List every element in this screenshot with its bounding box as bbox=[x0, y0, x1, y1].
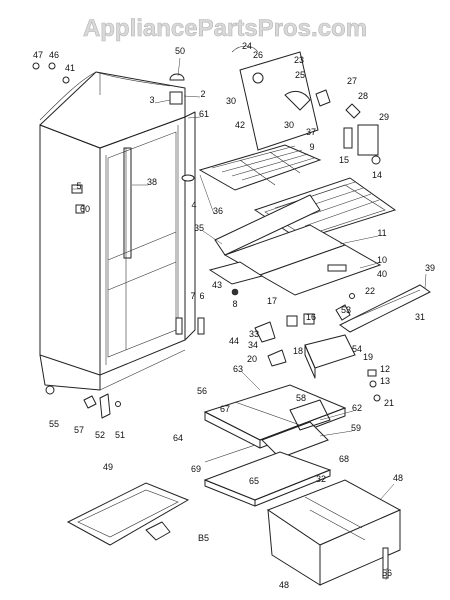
part-label-12: 12 bbox=[380, 364, 390, 374]
part-label-19: 19 bbox=[363, 352, 373, 362]
part-label-52: 52 bbox=[95, 430, 105, 440]
part-label-29: 29 bbox=[379, 112, 389, 122]
part-label-30: 30 bbox=[226, 96, 236, 106]
drip-tray bbox=[66, 482, 190, 546]
freezer-shelves bbox=[181, 144, 397, 296]
part-label-32: 32 bbox=[316, 474, 326, 484]
hinge-parts bbox=[45, 317, 205, 419]
watermark: AppliancePartsPros.com bbox=[83, 15, 367, 42]
part-label-60: 60 bbox=[80, 204, 90, 214]
part-label-10: 10 bbox=[377, 255, 387, 265]
part-label-33: 33 bbox=[249, 329, 259, 339]
part-label-26: 26 bbox=[253, 50, 263, 60]
control-housing bbox=[231, 45, 381, 165]
part-label-54: 54 bbox=[352, 344, 362, 354]
part-label-6: 6 bbox=[199, 291, 204, 301]
part-label-5: 5 bbox=[76, 181, 81, 191]
part-label-47: 47 bbox=[33, 50, 43, 60]
part-label-3: 3 bbox=[149, 95, 154, 105]
part-label-22: 22 bbox=[365, 286, 375, 296]
part-label-11: 11 bbox=[377, 228, 386, 238]
part-label-7: 7 bbox=[190, 291, 195, 301]
part-label-57: 57 bbox=[74, 425, 84, 435]
part-label-65: 65 bbox=[249, 476, 259, 486]
part-label-42: 42 bbox=[235, 120, 245, 130]
part-label-13: 13 bbox=[380, 376, 390, 386]
part-label-41: 41 bbox=[65, 63, 75, 73]
part-label-17: 17 bbox=[267, 296, 277, 306]
part-label-28: 28 bbox=[358, 91, 368, 101]
part-label-34: 34 bbox=[248, 340, 258, 350]
footnote-label: B5 bbox=[198, 533, 209, 543]
part-label-39: 39 bbox=[425, 263, 435, 273]
part-label-15: 15 bbox=[339, 155, 349, 165]
part-label-69: 69 bbox=[191, 464, 201, 474]
part-label-55: 55 bbox=[49, 419, 59, 429]
part-label-46: 46 bbox=[49, 50, 59, 60]
part-label-63: 63 bbox=[233, 364, 243, 374]
part-label-58: 58 bbox=[296, 393, 306, 403]
leader-lines bbox=[72, 57, 427, 581]
part-label-48: 48 bbox=[393, 473, 403, 483]
cabinet-shell bbox=[32, 62, 196, 391]
part-label-67: 67 bbox=[220, 404, 230, 414]
part-label-25: 25 bbox=[295, 70, 305, 80]
crisper-drawers bbox=[266, 479, 402, 586]
part-label-27: 27 bbox=[347, 76, 357, 86]
part-label-51: 51 bbox=[115, 430, 125, 440]
part-label-59: 59 bbox=[351, 423, 361, 433]
part-label-37: 37 bbox=[306, 127, 316, 137]
part-label-56: 56 bbox=[382, 568, 392, 578]
part-label-64: 64 bbox=[173, 433, 183, 443]
part-label-14: 14 bbox=[372, 170, 382, 180]
meat-keeper-parts bbox=[254, 313, 381, 402]
part-label-68: 68 bbox=[339, 454, 349, 464]
part-label-30: 30 bbox=[284, 120, 294, 130]
part-label-40: 40 bbox=[377, 269, 387, 279]
part-label-20: 20 bbox=[247, 354, 257, 364]
part-label-4: 4 bbox=[191, 200, 196, 210]
crisper-shelf-assembly bbox=[203, 384, 347, 507]
part-label-53: 53 bbox=[341, 305, 351, 315]
part-label-49: 49 bbox=[103, 462, 113, 472]
part-label-8: 8 bbox=[232, 299, 237, 309]
part-label-21: 21 bbox=[384, 398, 394, 408]
part-label-38: 38 bbox=[147, 177, 157, 187]
part-label-35: 35 bbox=[194, 223, 204, 233]
part-label-2: 2 bbox=[200, 89, 205, 99]
part-label-36: 36 bbox=[213, 206, 223, 216]
part-label-48: 48 bbox=[279, 580, 289, 590]
part-label-56: 56 bbox=[197, 386, 207, 396]
slide-rail bbox=[335, 284, 431, 333]
part-label-18: 18 bbox=[293, 346, 303, 356]
part-label-62: 62 bbox=[352, 403, 362, 413]
part-label-31: 31 bbox=[415, 312, 425, 322]
part-label-24: 24 bbox=[242, 41, 252, 51]
part-label-9: 9 bbox=[309, 142, 314, 152]
part-label-50: 50 bbox=[175, 46, 185, 56]
part-label-43: 43 bbox=[212, 280, 222, 290]
part-label-44: 44 bbox=[229, 336, 239, 346]
part-label-16: 16 bbox=[306, 312, 316, 322]
part-label-23: 23 bbox=[294, 55, 304, 65]
part-label-61: 61 bbox=[199, 109, 209, 119]
